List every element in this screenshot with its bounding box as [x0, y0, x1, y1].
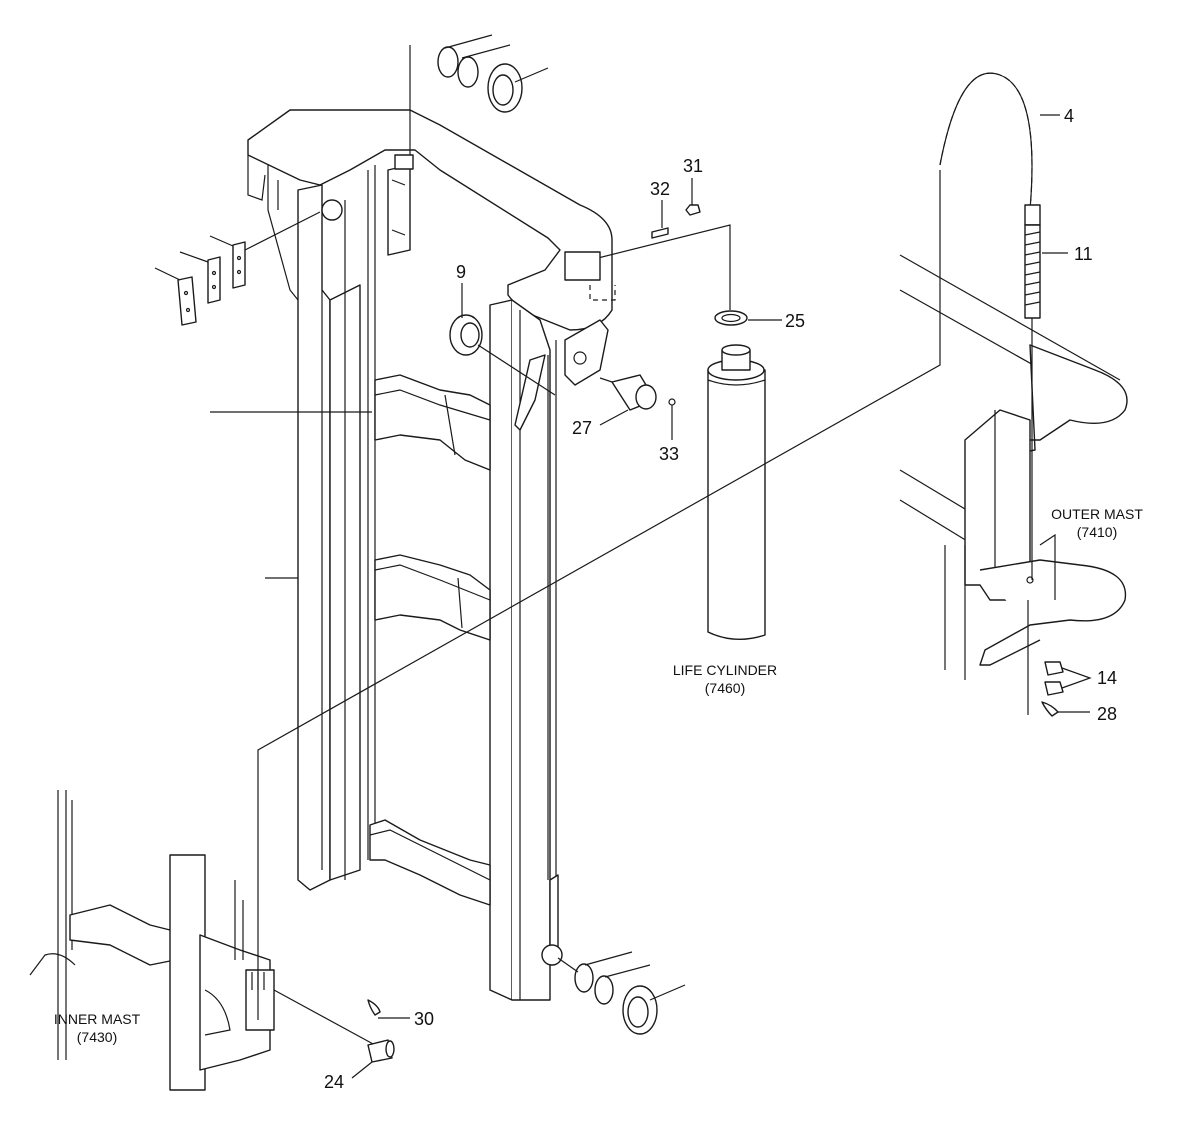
outer-mast-label: OUTER MAST: [1051, 506, 1143, 522]
callout-31: 31: [683, 156, 703, 176]
callout-11: 11: [1074, 244, 1093, 264]
callout-9: 9: [456, 262, 466, 282]
lower-roller-stack: [557, 951, 686, 1035]
callout-25: 25: [785, 311, 805, 331]
life-cylinder-label: LIFE CYLINDER: [673, 662, 777, 678]
nuts-and-cotter: [1041, 661, 1092, 717]
mast-frame: [210, 109, 613, 1001]
inner-mast-label: INNER MAST: [54, 1011, 141, 1027]
inner-mast-code: (7430): [77, 1029, 117, 1045]
lift-chain: [257, 72, 1068, 1020]
upper-roller-stack: [409, 34, 549, 155]
shim-plates: [154, 211, 321, 326]
callout-24: 24: [324, 1072, 344, 1092]
callout-27: 27: [572, 418, 592, 438]
bolt-and-nut: [564, 178, 731, 310]
pin-assembly: [599, 374, 676, 440]
callout-4: 4: [1064, 106, 1074, 126]
life-cylinder-code: (7460): [705, 680, 745, 696]
outer-mast-drawing: [899, 254, 1128, 715]
callout-33: 33: [659, 444, 679, 464]
inner-mast-drawing: [29, 790, 275, 1091]
callout-14: 14: [1097, 668, 1117, 688]
callout-30: 30: [414, 1009, 434, 1029]
sheave-roller: [449, 283, 556, 396]
life-cylinder: [707, 344, 766, 640]
washer-25: [714, 310, 782, 326]
outer-mast-code: (7410): [1077, 524, 1117, 540]
callout-32: 32: [650, 179, 670, 199]
pin-24-30: [273, 989, 410, 1079]
callout-28: 28: [1097, 704, 1117, 724]
